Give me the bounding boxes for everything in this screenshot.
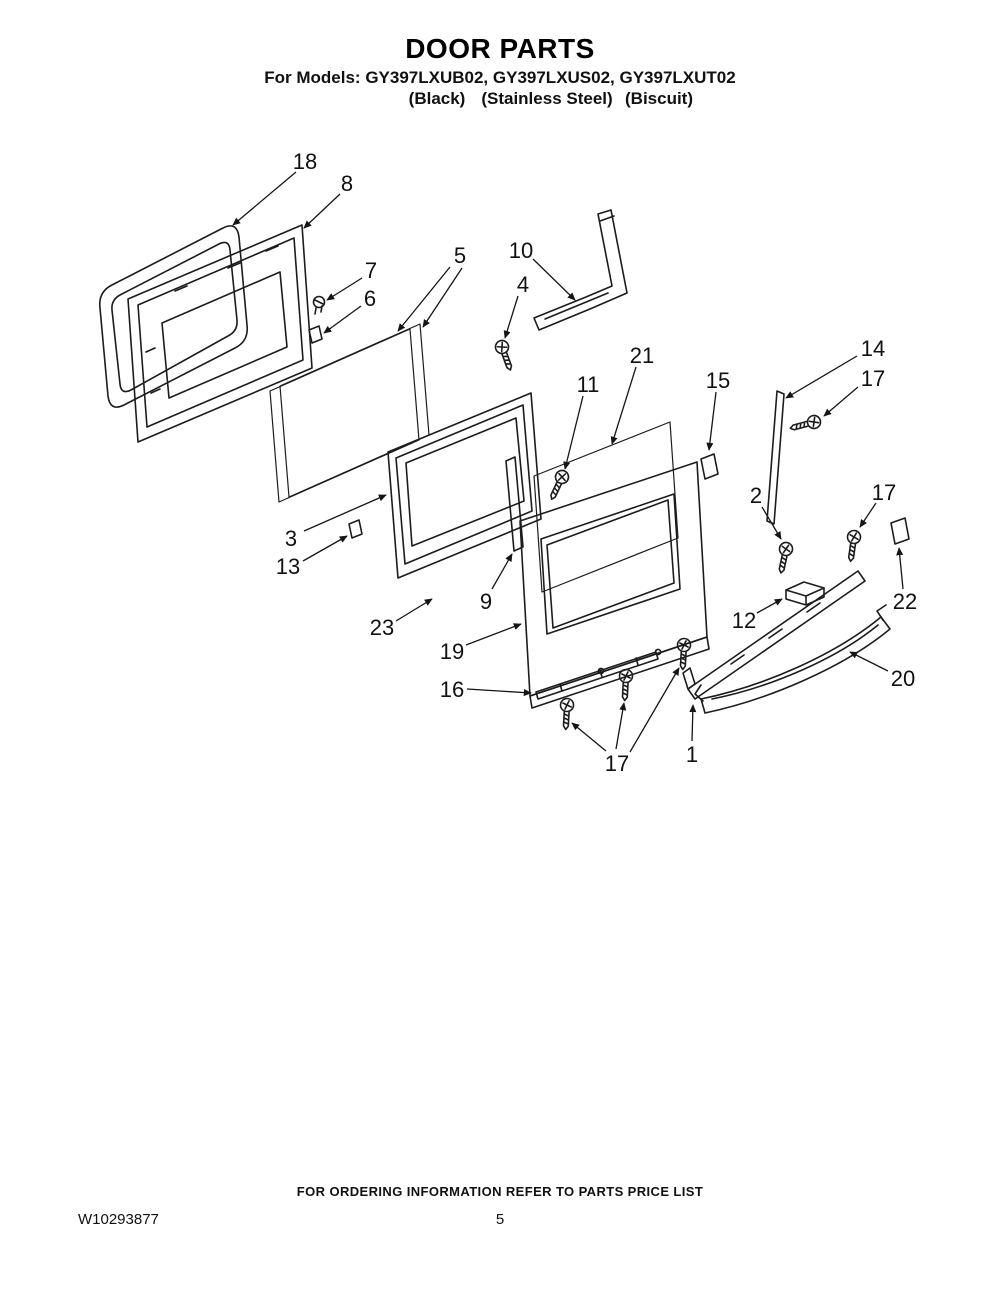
part-10-bracket xyxy=(533,209,628,331)
part-9-retainer-strip xyxy=(505,456,524,552)
callout-arrow-17 xyxy=(571,722,607,752)
callout-label-3: 3 xyxy=(285,526,297,551)
callout-label-14: 14 xyxy=(861,336,885,361)
callout-label-17: 17 xyxy=(861,366,885,391)
callout-arrow-22 xyxy=(896,547,904,590)
callout-label-22: 22 xyxy=(893,589,917,614)
callout-arrow-23 xyxy=(395,598,433,622)
callout-arrow-12 xyxy=(756,598,783,614)
models-line: For Models: GY397LXUB02, GY397LXUS02, GY… xyxy=(264,68,736,87)
part-20-door-handle xyxy=(694,604,891,714)
callout-arrow-8 xyxy=(303,193,341,229)
callout-arrow-16 xyxy=(466,688,532,697)
part-5-glass-sheets xyxy=(269,323,430,503)
callout-arrow-9 xyxy=(491,553,513,590)
callout-arrow-11 xyxy=(563,395,584,470)
part-17-screw xyxy=(558,697,575,731)
part-15-spacer xyxy=(700,453,719,480)
part-7-plug xyxy=(312,295,326,315)
part-17-screw xyxy=(843,528,863,563)
page-number: 5 xyxy=(495,1211,505,1228)
callout-arrow-7 xyxy=(326,277,363,301)
part-22-spacer xyxy=(890,517,910,545)
ordering-note: FOR ORDERING INFORMATION REFER TO PARTS … xyxy=(296,1184,704,1199)
callout-arrow-3 xyxy=(303,494,387,532)
callout-label-16: 16 xyxy=(440,677,464,702)
callout-arrow-13 xyxy=(302,535,348,562)
callout-label-12: 12 xyxy=(732,608,756,633)
callout-arrow-4 xyxy=(503,295,519,339)
callout-label-10: 10 xyxy=(509,238,533,263)
callout-label-11: 11 xyxy=(577,372,600,397)
part-4-screw xyxy=(492,337,518,374)
callout-arrow-20 xyxy=(849,651,889,672)
callout-arrow-17 xyxy=(615,702,627,750)
callout-arrow-21 xyxy=(610,366,637,445)
callout-arrow-1 xyxy=(689,704,697,742)
part-16-bottom-trim xyxy=(535,651,659,700)
finish-labels: (Black) (Stainless Steel) (Biscuit) xyxy=(0,89,1000,111)
callout-label-4: 4 xyxy=(517,272,529,297)
callout-label-15: 15 xyxy=(706,368,730,393)
callout-arrow-6 xyxy=(323,305,362,334)
callout-label-2: 2 xyxy=(750,483,762,508)
callout-label-19: 19 xyxy=(440,639,464,664)
callout-arrow-10 xyxy=(532,258,576,301)
callout-layer: 18 8 7 6 5 10 4 11 21 15 14 17 2 17 22 3 13 9 23 19 12 16 17 1 2… xyxy=(232,149,917,776)
callout-arrow-18 xyxy=(232,171,297,226)
callout-arrow-17 xyxy=(823,386,859,417)
callout-arrow-19 xyxy=(465,623,522,646)
part-19-outer-door-panel xyxy=(519,461,710,709)
part-17-screw xyxy=(617,668,634,702)
callout-label-17: 17 xyxy=(872,480,896,505)
part-21-glass xyxy=(533,421,679,593)
callout-label-5: 5 xyxy=(454,243,466,268)
part-17-screw xyxy=(787,413,823,436)
finish-label-black: (Black) xyxy=(408,89,466,108)
callout-label-1: 1 xyxy=(686,742,698,767)
callout-label-21: 21 xyxy=(630,343,654,368)
part-14-trim-strip xyxy=(766,390,785,525)
callout-arrow-17 xyxy=(629,667,680,753)
finish-label-biscuit: (Biscuit) xyxy=(625,89,693,108)
document-number: W10293877 xyxy=(78,1211,159,1228)
part-1-lower-rail xyxy=(682,570,866,700)
callout-label-7: 7 xyxy=(365,258,377,283)
part-8-inner-door-panel xyxy=(127,224,313,443)
callout-label-18: 18 xyxy=(293,149,317,174)
part-12-bracket xyxy=(785,581,825,606)
callout-arrow-5 xyxy=(422,267,463,328)
part-6-clip xyxy=(308,325,323,344)
finish-label-stainless: (Stainless Steel) xyxy=(481,89,613,108)
part-2-screw xyxy=(773,540,795,576)
callout-label-13: 13 xyxy=(276,554,300,579)
callout-label-20: 20 xyxy=(891,666,915,691)
part-18-door-gasket xyxy=(98,225,249,408)
callout-arrow-14 xyxy=(785,355,858,399)
page-title: DOOR PARTS xyxy=(405,33,595,64)
callout-label-9: 9 xyxy=(480,589,492,614)
callout-label-17: 17 xyxy=(605,751,629,776)
callout-label-23: 23 xyxy=(370,615,394,640)
part-3-glass-frame xyxy=(387,392,542,579)
part-11-screw xyxy=(544,467,572,503)
callout-arrow-5 xyxy=(397,266,451,332)
callout-arrow-17 xyxy=(859,502,877,528)
part-13-clip xyxy=(348,519,363,539)
callout-arrow-2 xyxy=(761,506,782,540)
callout-label-6: 6 xyxy=(364,286,376,311)
callout-arrow-15 xyxy=(706,391,717,451)
callout-label-8: 8 xyxy=(341,171,353,196)
